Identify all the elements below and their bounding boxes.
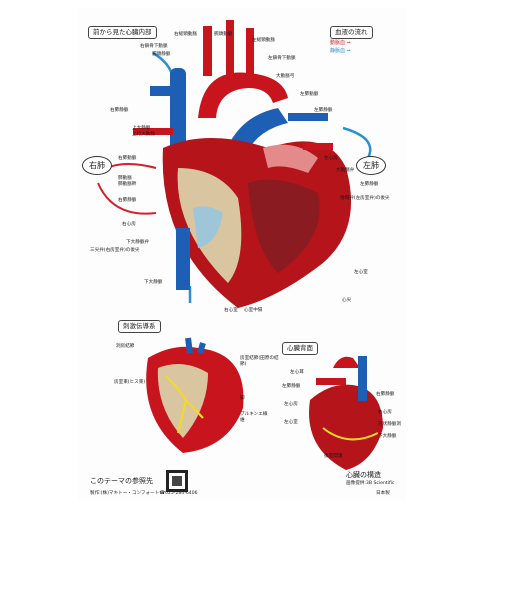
conduction-title: 刺激伝導系	[118, 320, 161, 333]
label-ascending-aorta: 上行大動脈	[132, 132, 155, 137]
label-back-left-ventricle: 左心室	[284, 420, 298, 425]
label-left-pulmonary-vein-lower: 左肺静脈	[360, 182, 379, 187]
label-left-common-carotid: 左総頸動脈	[252, 38, 275, 43]
heart-illustration	[97, 20, 383, 492]
footer-origin: 日本製	[376, 491, 390, 496]
footer-reference: このテーマの参照先	[90, 477, 153, 485]
label-aortic-arch: 大動脈弓	[276, 74, 295, 79]
label-right-ventricle: 右心室	[224, 308, 238, 313]
label-his-bundle: 房室束(ヒス束)	[114, 380, 146, 385]
label-right-atrium: 右心房	[122, 222, 136, 227]
main-section-title: 前から見た心臓内部	[88, 26, 157, 39]
label-brachiocephalic-trunk: 腕頭動脈	[214, 32, 233, 37]
label-ivc-valve: 下大静脈弁	[126, 240, 149, 245]
label-back-left-pulmonary-vein: 左肺静脈	[282, 384, 301, 389]
label-mitral-posterior-cusp: 僧帽弁(左房室弁)の後尖	[340, 196, 390, 201]
footer-product-title: 心臓の構造	[346, 471, 381, 479]
label-sa-node: 洞房結節	[116, 344, 135, 349]
label-interventricular-septum: 心室中隔	[244, 308, 263, 313]
legend: 血液の流れ 動脈血 ➞ 静脈血 ➞	[330, 26, 373, 55]
label-superior-vena-cava: 上大静脈	[132, 126, 151, 131]
label-apex: 心尖	[342, 298, 352, 303]
back-title: 心臓背面	[282, 342, 318, 355]
legend-arterial: 動脈血	[330, 40, 346, 46]
label-back-right-pulmonary-vein: 右肺静脈	[376, 392, 395, 397]
label-coronary-sinus: 冠状静脈洞	[378, 422, 401, 427]
label-right-pulmonary-artery: 右肺動脈	[118, 156, 137, 161]
label-right-pulmonary-vein: 右肺静脈	[118, 198, 137, 203]
label-right-pulmonary-vein-top: 右肺静脈	[110, 108, 129, 113]
label-left-atrium: 左心房	[324, 156, 338, 161]
label-back-ivc: 下大静脈	[378, 434, 397, 439]
label-right-common-carotid: 右総頸動脈	[174, 32, 197, 37]
legend-venous: 静脈血	[330, 48, 346, 54]
label-tricuspid-posterior-cusp: 三尖弁(右房室弁)の後尖	[90, 248, 140, 253]
label-bundle-branch: 脚	[240, 396, 245, 401]
label-back-right-atrium: 右心房	[378, 410, 392, 415]
label-purkinje: プルキンエ線維	[240, 412, 268, 423]
label-posterior-groove: 後室間溝	[324, 454, 343, 459]
label-brachiocephalic-vein: 腕頭静脈	[152, 52, 171, 57]
label-left-subclavian: 左鎖骨下動脈	[268, 56, 296, 61]
label-left-ventricle: 左心室	[354, 270, 368, 275]
label-back-left-atrium: 左心房	[284, 402, 298, 407]
label-aortic-valve: 大動脈弁	[336, 168, 355, 173]
label-pulmonary-trunk: 肺動脈幹	[118, 182, 137, 187]
label-av-node: 房室結節(田原の結節)	[240, 356, 279, 367]
anatomy-poster: 前から見た心臓内部 血液の流れ 動脈血 ➞ 静脈血 ➞ 右総頸動脈 腕頭動脈 左…	[78, 8, 406, 500]
label-left-pulmonary-vein: 左肺静脈	[314, 108, 333, 113]
footer-credit: 画像提供:3B Scientific	[346, 481, 395, 486]
label-left-lung: 左肺	[356, 156, 386, 175]
legend-title: 血液の流れ	[330, 26, 373, 39]
label-pulmonary-artery: 肺動脈	[118, 176, 132, 181]
label-left-pulmonary-artery: 左肺動脈	[300, 92, 319, 97]
label-inferior-vena-cava: 下大静脈	[144, 280, 163, 285]
label-right-subclavian: 右鎖骨下動脈	[140, 44, 168, 49]
label-left-auricle: 左心耳	[290, 370, 304, 375]
footer-maker: 製作:(株)マキトー・コンフォート☎025-284-6406	[90, 491, 198, 496]
label-right-lung: 右肺	[82, 156, 112, 175]
